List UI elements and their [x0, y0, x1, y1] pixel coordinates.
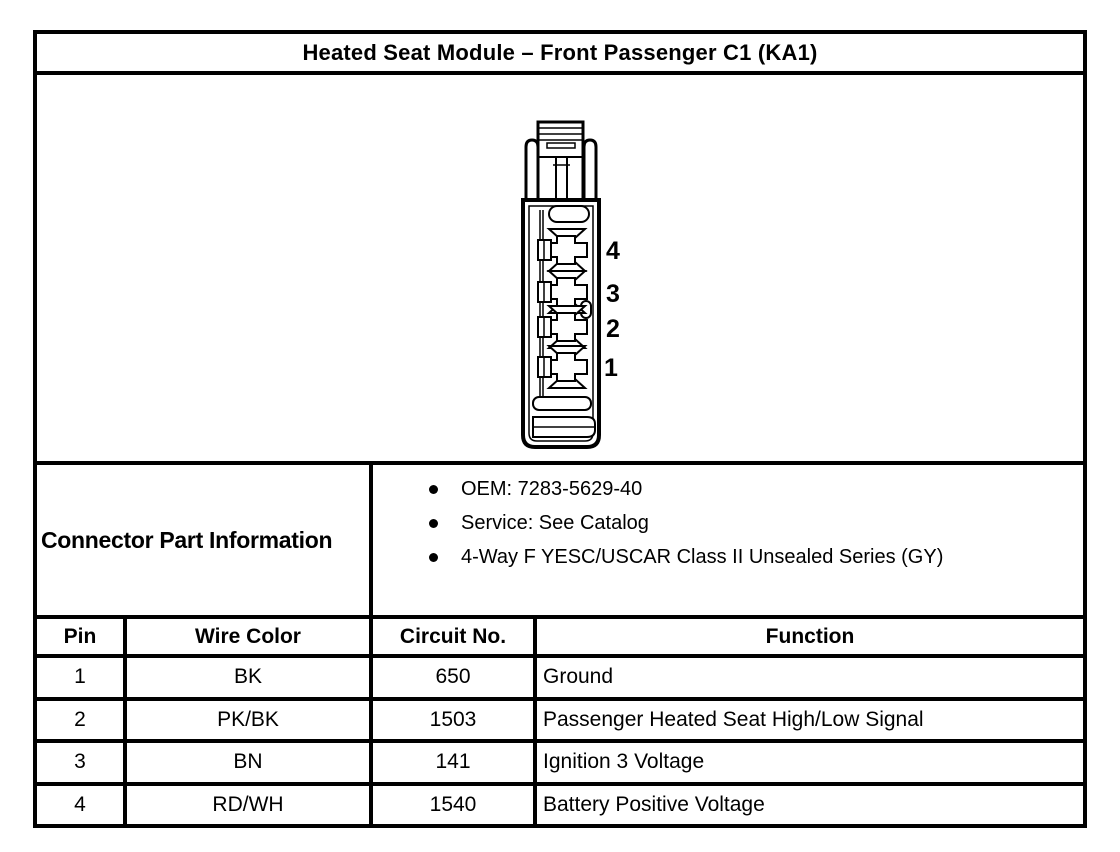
cell-function: Passenger Heated Seat High/Low Signal: [543, 707, 924, 731]
header-wire-color: Wire Color: [127, 619, 373, 654]
pin-label-2: 2: [606, 315, 620, 343]
page-title: Heated Seat Module – Front Passenger C1 …: [37, 34, 1083, 75]
part-info-label: Connector Part Information: [37, 465, 373, 615]
cell-function: Ground: [543, 665, 614, 689]
cell-circuit-no: 1540: [373, 785, 537, 824]
latch-rail-right: [582, 138, 598, 200]
bottom-bar-detail: [532, 396, 592, 411]
part-info-section: Connector Part Information OEM: 7283-562…: [37, 465, 1083, 619]
cell-function: Ignition 3 Voltage: [543, 750, 705, 774]
bullet-icon: [429, 484, 438, 494]
bullet-icon: [429, 518, 438, 528]
pin-label-3: 3: [606, 280, 620, 308]
cell-wire-color: PK/BK: [127, 700, 373, 739]
top-cavity-detail: [548, 205, 590, 223]
list-item-oem: OEM: 7283-5629-40: [373, 472, 1083, 506]
latch-rail-left: [524, 138, 540, 200]
list-item-text: Service: See Catalog: [461, 511, 649, 534]
header-function: Function: [765, 624, 855, 648]
bullet-icon: [429, 552, 438, 562]
part-info-list: OEM: 7283-5629-40 Service: See Catalog 4…: [373, 465, 1083, 615]
cell-wire-color: RD/WH: [127, 785, 373, 824]
cell-circuit-no: 141: [373, 743, 537, 782]
header-pin: Pin: [37, 619, 127, 654]
table-row-pin-3: 3 BN 141 Ignition 3 Voltage: [37, 743, 1083, 786]
table-row-pin-1: 1 BK 650 Ground: [37, 658, 1083, 701]
pin-label-1: 1: [604, 354, 618, 382]
connector-spec-table: Heated Seat Module – Front Passenger C1 …: [33, 30, 1087, 828]
table-row-pin-2: 2 PK/BK 1503 Passenger Heated Seat High/…: [37, 700, 1083, 743]
pin-label-4: 4: [606, 237, 620, 265]
connector-drawing: 4 3 2 1: [521, 120, 620, 449]
list-item-service: Service: See Catalog: [373, 506, 1083, 540]
cell-circuit-no: 1503: [373, 700, 537, 739]
list-item-text: 4-Way F YESC/USCAR Class II Unsealed Ser…: [461, 545, 944, 568]
cell-wire-color: BN: [127, 743, 373, 782]
cell-wire-color: BK: [127, 658, 373, 697]
cell-pin: 1: [37, 658, 127, 697]
cell-pin: 3: [37, 743, 127, 782]
pin-table-header: Pin Wire Color Circuit No. Function: [37, 619, 1083, 658]
list-item-text: OEM: 7283-5629-40: [461, 477, 643, 500]
cell-pin: 2: [37, 700, 127, 739]
list-item-series: 4-Way F YESC/USCAR Class II Unsealed Ser…: [373, 540, 1083, 574]
header-circuit-no: Circuit No.: [373, 619, 537, 654]
cell-circuit-no: 650: [373, 658, 537, 697]
table-row-pin-4: 4 RD/WH 1540 Battery Positive Voltage: [37, 785, 1083, 824]
cell-pin: 4: [37, 785, 127, 824]
connector-diagram-cell: 4 3 2 1: [37, 75, 1083, 465]
cell-function: Battery Positive Voltage: [543, 792, 765, 816]
